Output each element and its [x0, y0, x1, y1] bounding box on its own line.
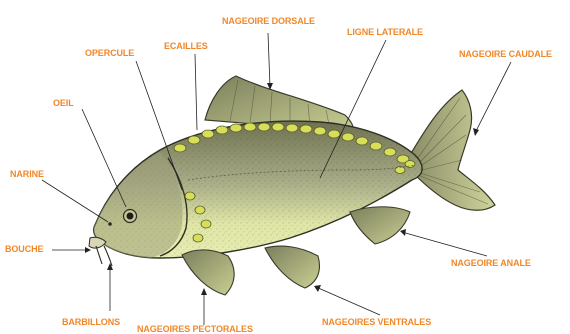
label-bouche: BOUCHE	[5, 245, 43, 254]
label-nageoire-anale: NAGEOIRE ANALE	[451, 259, 531, 268]
leader-nageoire-caudale	[475, 62, 511, 133]
ventral-fin	[265, 246, 319, 288]
label-oeil: OEIL	[53, 99, 74, 108]
label-nageoire-dorsale: NAGEOIRE DORSALE	[222, 17, 315, 26]
leader-nageoires-ventrales	[316, 287, 380, 315]
leader-ecailles	[195, 54, 197, 130]
leader-nageoire-dorsale	[268, 33, 270, 87]
label-ligne-laterale: LIGNE LATERALE	[347, 28, 423, 37]
label-nageoires-ventrales: NAGEOIRES VENTRALES	[322, 318, 431, 327]
leader-nageoire-anale	[402, 232, 487, 256]
label-narine: NARINE	[10, 170, 44, 179]
barbels	[96, 246, 112, 266]
label-opercule: OPERCULE	[85, 49, 134, 58]
anal-fin	[350, 207, 410, 244]
label-barbillons: BARBILLONS	[62, 318, 120, 327]
head	[94, 152, 183, 258]
eye-pupil	[127, 213, 134, 220]
nostril	[108, 222, 112, 226]
caudal-fin	[410, 90, 495, 210]
leader-oeil	[82, 109, 126, 207]
pectoral-fin	[182, 250, 234, 295]
label-nageoire-caudale: NAGEOIRE CAUDALE	[459, 50, 552, 59]
leader-narine	[42, 180, 108, 222]
label-ecailles: ECAILLES	[164, 42, 208, 51]
